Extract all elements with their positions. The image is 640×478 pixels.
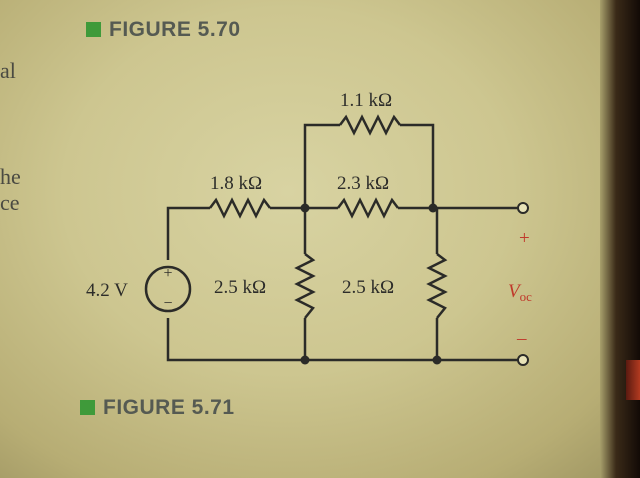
voltage-source-icon xyxy=(144,265,192,313)
node-dot xyxy=(300,203,310,213)
green-square-icon xyxy=(80,400,95,415)
figure-caption-top: FIGURE 5.70 xyxy=(86,18,241,42)
output-plus-sign: + xyxy=(519,228,530,249)
wire-top-loop-left xyxy=(303,123,340,208)
background-red-glow xyxy=(626,360,640,400)
figure-caption-bottom: FIGURE 5.71 xyxy=(80,396,235,420)
resistor-2-5k-left xyxy=(294,253,316,319)
output-terminal-minus xyxy=(517,354,529,366)
margin-text-2: he xyxy=(0,164,21,189)
output-minus-sign: – xyxy=(516,328,527,349)
source-plus-sign: + xyxy=(163,265,172,282)
wire-top-loop-right xyxy=(400,123,435,208)
output-terminal-plus xyxy=(517,202,529,214)
output-voltage-label: Voc xyxy=(508,281,532,304)
wire-bottom-rail xyxy=(166,318,520,362)
label-r-shunt-right: 2.5 kΩ xyxy=(342,277,394,298)
wire-source-top xyxy=(166,206,210,260)
node-dot xyxy=(300,355,310,365)
resistor-1-1k xyxy=(339,114,401,136)
label-r-shunt-left: 2.5 kΩ xyxy=(214,277,266,298)
resistor-2-5k-right xyxy=(426,253,448,319)
circuit-wires xyxy=(166,123,520,362)
margin-text-1: al xyxy=(0,58,16,83)
node-dot xyxy=(432,355,442,365)
label-source-voltage: 4.2 V xyxy=(86,280,128,301)
node-dot xyxy=(428,203,438,213)
margin-text-3: ce xyxy=(0,190,20,215)
resistor-1-8k xyxy=(209,197,271,219)
resistor-2-3k xyxy=(337,197,399,219)
label-r-top: 1.1 kΩ xyxy=(340,90,392,111)
source-minus-sign: − xyxy=(163,295,172,312)
label-r-middle: 2.3 kΩ xyxy=(337,173,389,194)
label-r-series: 1.8 kΩ xyxy=(210,173,262,194)
green-square-icon xyxy=(86,22,101,37)
